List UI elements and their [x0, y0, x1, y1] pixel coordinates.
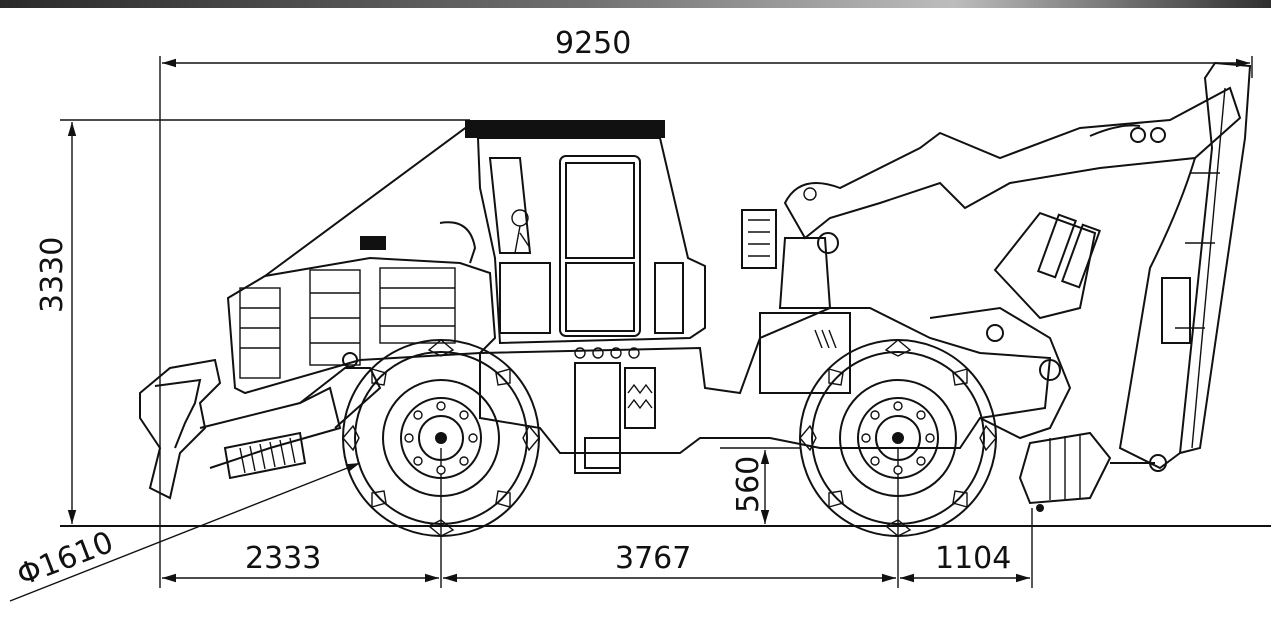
dimension-overall-length: 9250	[159, 26, 1253, 588]
height-label: 3330	[35, 237, 70, 313]
chassis-frame	[479, 307, 1052, 474]
rear-wheel-lugs	[861, 401, 935, 475]
rear-overhang-label: 1104	[935, 541, 1011, 576]
dimension-wheel-diameter: Φ1610	[9, 462, 361, 602]
blade-push-arm	[299, 352, 382, 429]
front-dozer-blade	[139, 358, 342, 500]
wheel-diameter-label: Φ1610	[12, 525, 118, 594]
rear-winch	[1018, 431, 1155, 512]
front-wheel	[342, 339, 540, 537]
operator-cab	[465, 120, 706, 345]
skidder-machine	[139, 61, 1252, 537]
rear-lift-arch	[1118, 61, 1252, 472]
front-wheel-lugs	[404, 401, 478, 475]
dimension-bottom-chain: 2333 3767 1104	[162, 448, 1033, 588]
chassis-spring	[627, 383, 653, 410]
rear-wheel-treads	[799, 339, 997, 537]
overall-length-label: 9250	[555, 26, 631, 61]
crane-boom	[741, 86, 1242, 309]
cab-guard-rail	[264, 125, 469, 277]
hood-vent-grille	[239, 267, 456, 379]
front-overhang-label: 2333	[245, 541, 321, 576]
dimension-ground-clearance: 560	[720, 447, 800, 524]
ground-clearance-label: 560	[731, 456, 766, 513]
top-border-bar	[0, 0, 1271, 8]
front-wheel-treads	[342, 339, 540, 537]
rear-wheel	[799, 339, 997, 537]
blade-cylinder-grille	[239, 437, 296, 474]
engine-hood	[226, 221, 497, 395]
skidder-side-elevation-drawing: 9250 3330 2333 3767 1104 Φ1610 560	[9, 26, 1271, 602]
rear-grapple	[929, 211, 1101, 440]
wheelbase-label: 3767	[615, 541, 691, 576]
dimension-height: 3330	[35, 119, 470, 524]
rear-frame-hatching	[814, 329, 837, 349]
